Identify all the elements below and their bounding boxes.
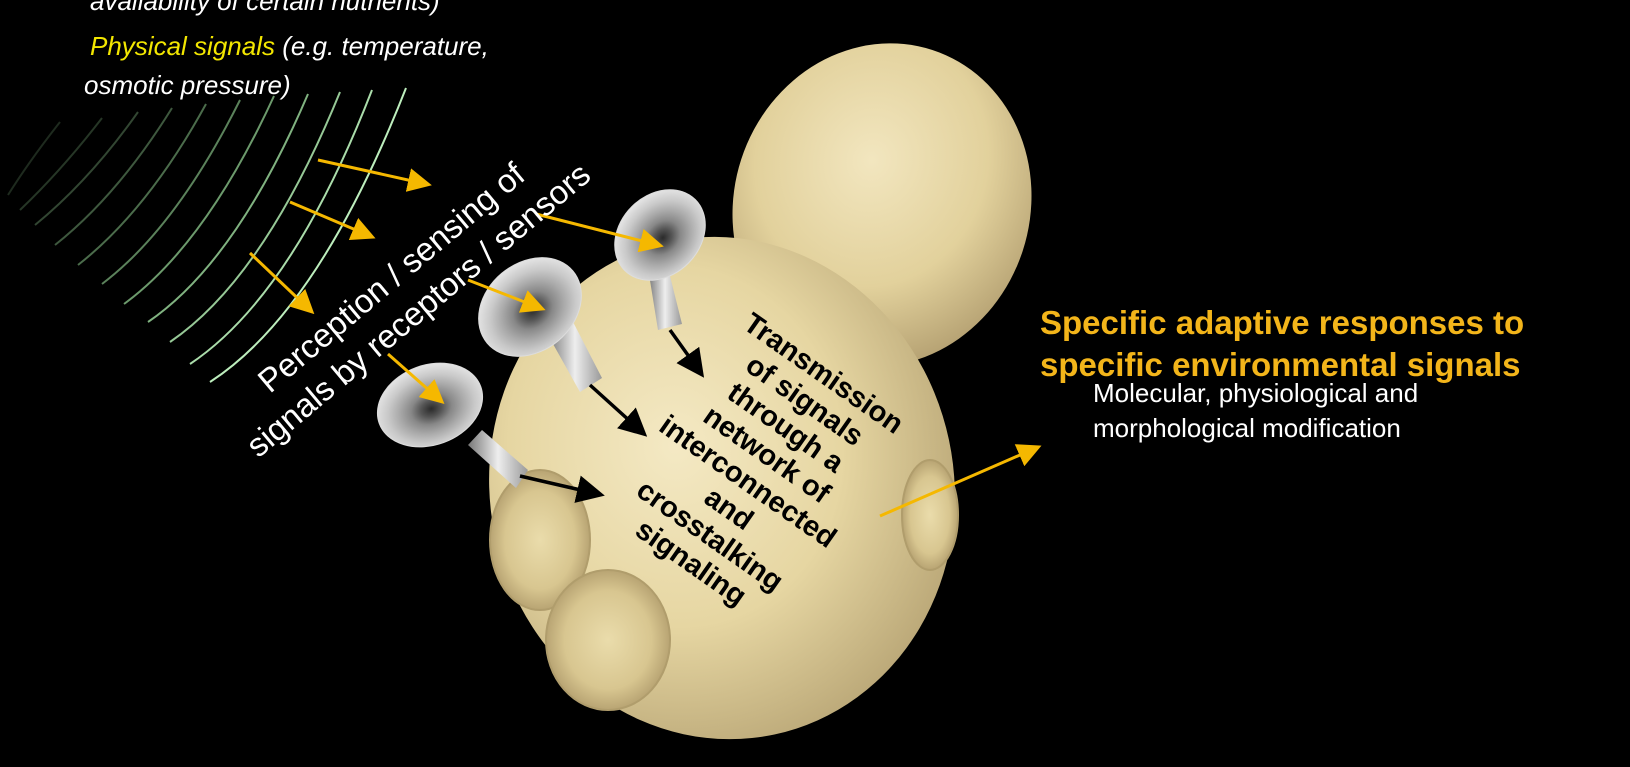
response-sub-line-1: Molecular, physiological and: [1093, 376, 1418, 411]
wave-arc: [8, 122, 60, 195]
signals-line-2: Physical signals (e.g. temperature,: [90, 31, 489, 62]
signal-arrow: [250, 253, 310, 310]
physical-signals-detail: (e.g. temperature,: [275, 31, 489, 61]
bud-scar: [902, 460, 958, 570]
wave-arc: [102, 100, 240, 284]
wave-arc: [20, 118, 102, 210]
signal-arrow: [290, 202, 370, 236]
wave-arc: [78, 104, 206, 265]
bud-scar: [546, 570, 670, 710]
wave-arc: [55, 108, 172, 245]
signal-arrow: [318, 160, 426, 184]
response-sub-line-2: morphological modification: [1093, 411, 1418, 446]
wave-arc: [124, 96, 274, 304]
wave-arc: [35, 112, 138, 225]
response-title: Specific adaptive responses to specific …: [1040, 302, 1524, 386]
response-title-line-1: Specific adaptive responses to: [1040, 302, 1524, 344]
signals-line-3: osmotic pressure): [84, 70, 291, 101]
physical-signals-label: Physical signals: [90, 31, 275, 61]
response-subtitle: Molecular, physiological and morphologic…: [1093, 376, 1418, 446]
signals-line-1: availability of certain nutrients): [90, 0, 440, 17]
